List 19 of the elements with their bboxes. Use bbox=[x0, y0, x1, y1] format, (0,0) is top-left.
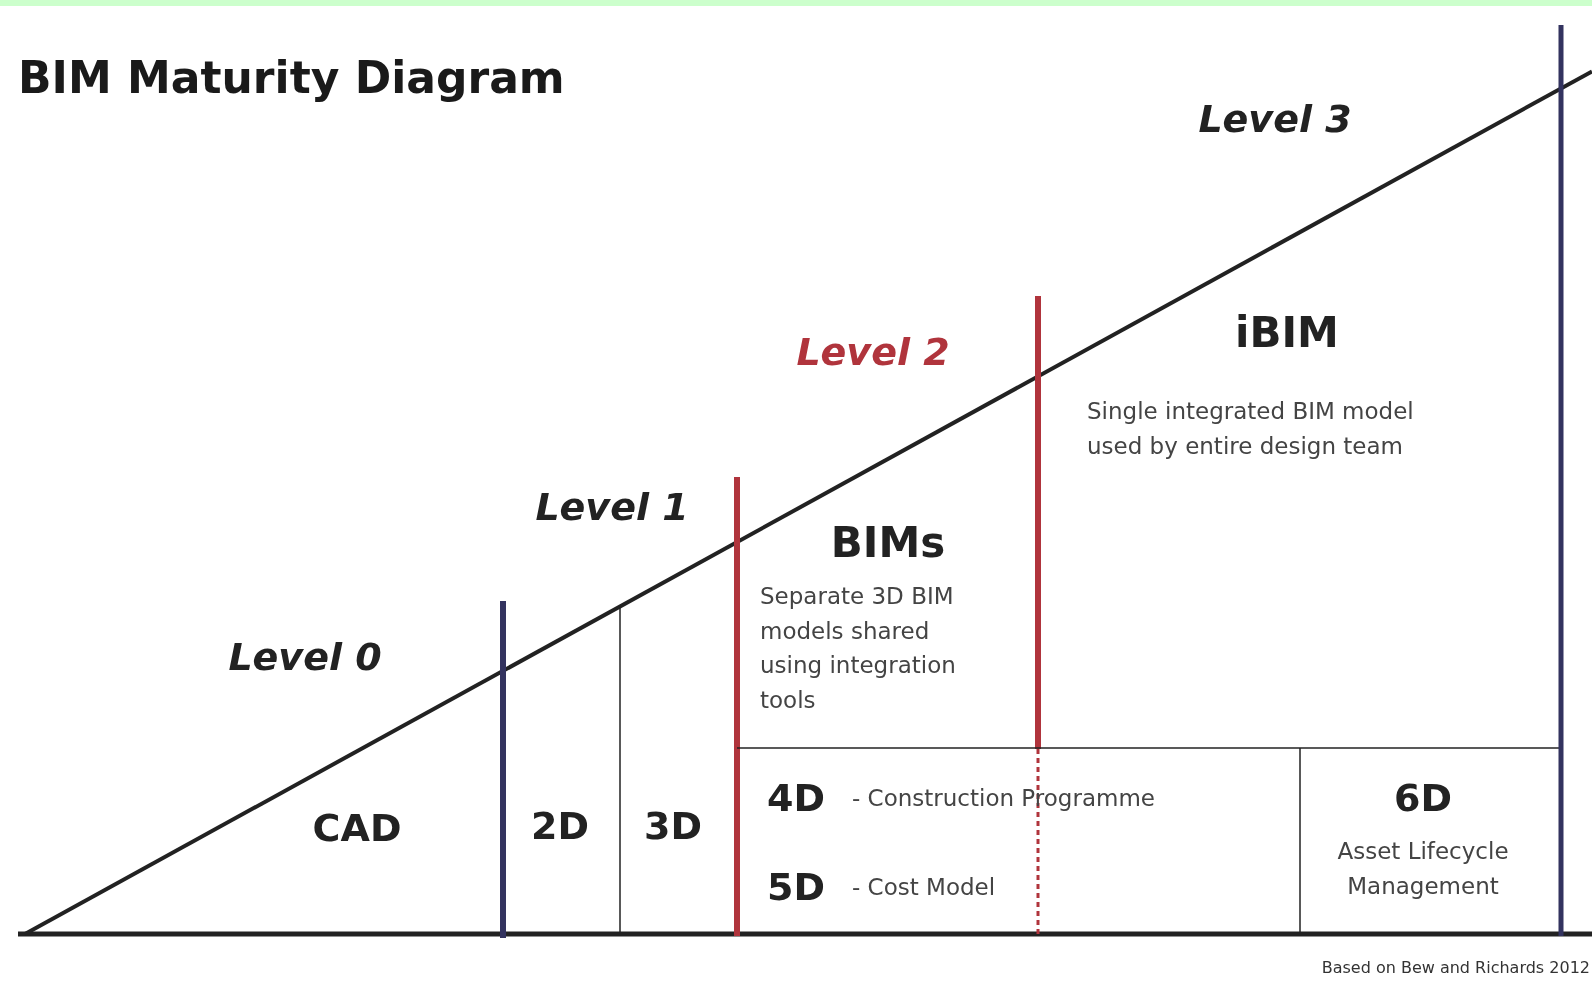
level-label: Level 1 bbox=[535, 485, 689, 529]
stage-label: CAD bbox=[312, 806, 402, 850]
stage-label: BIMs bbox=[830, 517, 946, 567]
dimension-label: 5D bbox=[767, 865, 825, 909]
dimension-label: 6D bbox=[1394, 776, 1452, 820]
level-label: Level 2 bbox=[796, 330, 950, 374]
dimension-label: 3D bbox=[644, 804, 702, 848]
level-label: Level 3 bbox=[1198, 97, 1352, 141]
description-text: Separate 3D BIM models shared using integration tools bbox=[760, 582, 957, 715]
dimension-description: - Cost Model bbox=[852, 874, 996, 900]
diagram-title: BIM Maturity Diagram bbox=[18, 52, 565, 103]
dimension-label: 4D bbox=[767, 776, 825, 820]
dimension-label: 2D bbox=[531, 804, 589, 848]
level-label: Level 0 bbox=[228, 635, 382, 679]
dimension-description: Asset Lifecycle Management bbox=[1336, 836, 1510, 901]
source-note: Based on Bew and Richards 2012 bbox=[1321, 957, 1590, 977]
stage-label: iBIM bbox=[1235, 307, 1339, 357]
dimension-description: - Construction Programme bbox=[852, 785, 1155, 811]
description-text: Single integrated BIM model used by entire design team bbox=[1087, 396, 1415, 461]
